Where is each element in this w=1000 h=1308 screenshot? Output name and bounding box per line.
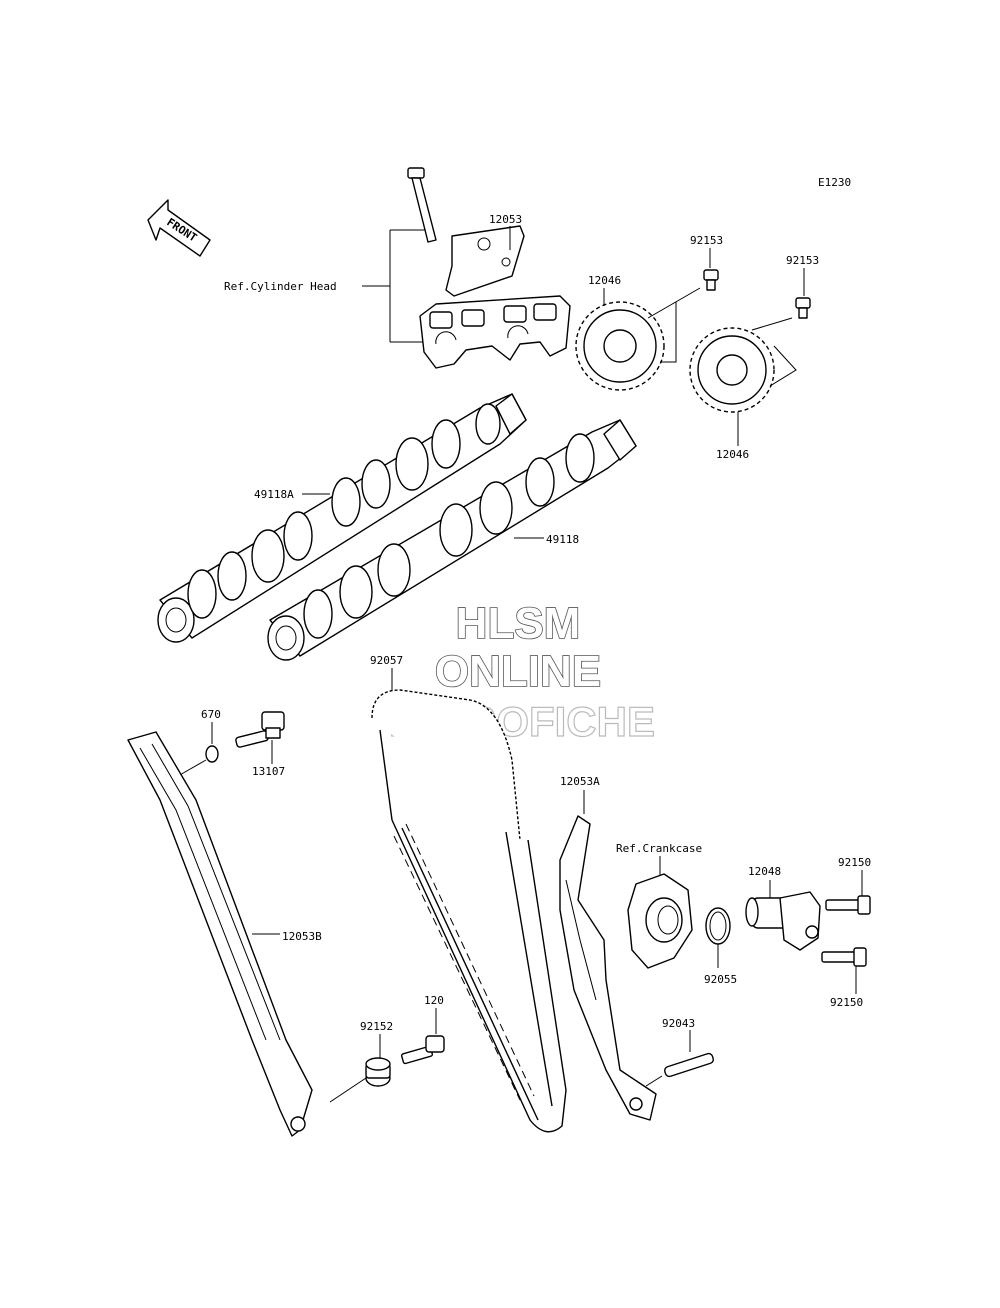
part-12048-chain-tensioner (745, 891, 821, 951)
watermark-line2: ONLINE (435, 647, 601, 696)
label-92043: 92043 (662, 1017, 695, 1030)
part-92055-o-ring (705, 907, 731, 945)
part-120-bolt (400, 1035, 445, 1065)
part-670-o-ring (205, 745, 219, 763)
label-13107: 13107 (252, 765, 285, 778)
label-12046-a: 12046 (588, 274, 621, 287)
part-12053-guide (445, 225, 525, 297)
part-12053B-chain-guide (127, 731, 313, 1137)
part-92152-collar (365, 1057, 391, 1087)
part-49118A-camshaft (157, 393, 527, 643)
label-92152: 92152 (360, 1020, 393, 1033)
label-92055: 92055 (704, 973, 737, 986)
label-12048: 12048 (748, 865, 781, 878)
label-92153-a: 92153 (690, 234, 723, 247)
part-92150-bolt-a (825, 895, 871, 915)
diagram-code: E1230 (818, 176, 851, 189)
ref-crankcase-label: Ref.Crankcase (616, 842, 702, 855)
part-92153-bolt-a (703, 269, 719, 291)
label-92150-b: 92150 (830, 996, 863, 1009)
front-arrow-icon: FRONT (147, 199, 211, 257)
cylinder-head-cam-caps (419, 295, 571, 369)
part-12046-sprocket-a (575, 301, 665, 391)
part-49118-camshaft (267, 419, 637, 661)
part-92043-pin (664, 1052, 714, 1078)
part-92057-cam-chain (371, 689, 567, 1133)
part-12053A-tensioner-guide (559, 815, 657, 1121)
label-12046-b: 12046 (716, 448, 749, 461)
watermark-line1: HLSM (456, 599, 581, 648)
label-49118: 49118 (546, 533, 579, 546)
crankcase-tensioner-mount (627, 873, 693, 969)
label-670: 670 (201, 708, 221, 721)
label-12053: 12053 (489, 213, 522, 226)
label-92153-b: 92153 (786, 254, 819, 267)
ref-cylinder-head-label: Ref.Cylinder Head (224, 280, 337, 293)
part-92150-bolt-b (821, 947, 867, 967)
cam-cap-bolt (407, 167, 437, 243)
label-12053B: 12053B (282, 930, 322, 943)
part-12046-sprocket-b (689, 327, 775, 413)
label-120: 120 (424, 994, 444, 1007)
label-49118A: 49118A (254, 488, 294, 501)
label-92150-a: 92150 (838, 856, 871, 869)
part-92153-bolt-b (795, 297, 811, 319)
label-92057: 92057 (370, 654, 403, 667)
label-12053A: 12053A (560, 775, 600, 788)
part-13107-pivot-bolt (235, 711, 285, 748)
